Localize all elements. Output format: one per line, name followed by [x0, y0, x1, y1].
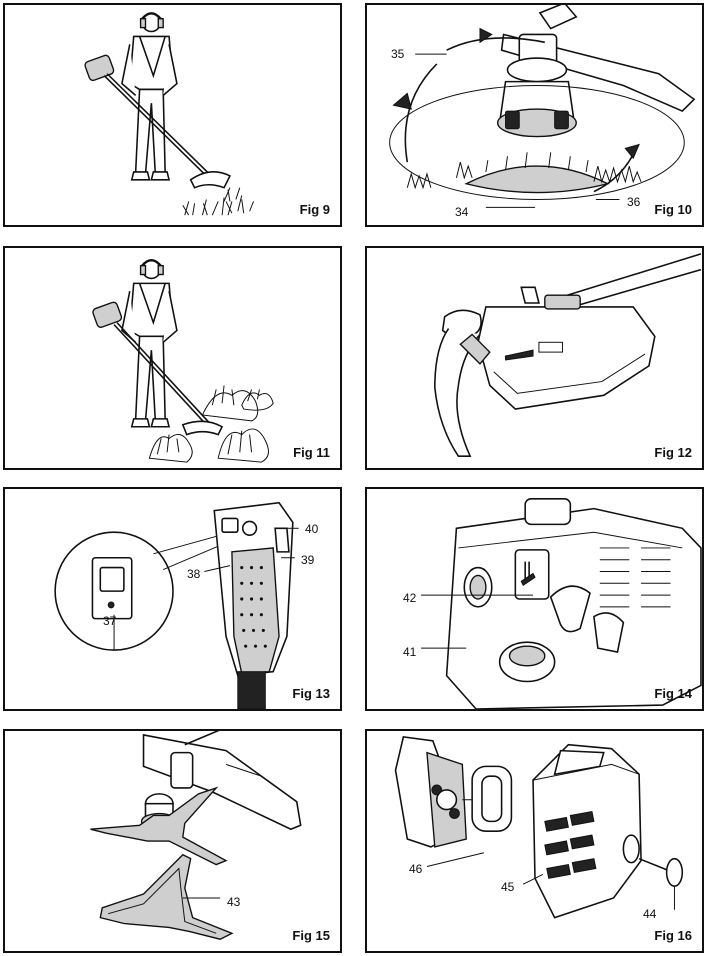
callout-45: 45: [501, 880, 515, 894]
callout-44: 44: [643, 907, 657, 921]
tri-blade-illustration: [90, 731, 302, 940]
figure-panel-10: 35 36 34 Fig 10: [365, 3, 704, 227]
callout-46: 46: [409, 862, 423, 876]
operator-trimming-illustration: [84, 12, 254, 216]
figure-label: Fig 14: [654, 686, 692, 701]
callout-34: 34: [455, 205, 469, 219]
figure-label: Fig 9: [299, 202, 330, 217]
figure-panel-9: Fig 9: [3, 3, 342, 227]
callout-42: 42: [403, 591, 417, 605]
callout-40: 40: [305, 522, 319, 536]
callout-41: 41: [403, 645, 417, 659]
callout-38: 38: [187, 567, 201, 581]
callout-35: 35: [391, 47, 405, 61]
figure-panel-13: 40 39 38 37 Fig 13: [3, 487, 342, 711]
figure-label: Fig 11: [293, 445, 330, 460]
cutting-head-rotation-illustration: [389, 5, 696, 208]
guard-and-strap-illustration: [434, 253, 702, 457]
callout-39: 39: [301, 553, 315, 567]
callout-36: 36: [627, 195, 641, 209]
figure-label: Fig 10: [654, 202, 692, 217]
callout-43: 43: [227, 895, 241, 909]
callout-37: 37: [103, 614, 117, 628]
engine-choke-illustration: [421, 498, 702, 709]
handle-switch-illustration: [54, 501, 299, 709]
figure-label: Fig 16: [654, 928, 692, 943]
figure-panel-11: Fig 11: [3, 246, 342, 470]
figure-label: Fig 12: [654, 445, 692, 460]
air-filter-exploded-illustration: [394, 736, 684, 919]
operator-brush-cutting-illustration: [92, 259, 274, 463]
figure-panel-16: 46 45 44 Fig 16: [365, 729, 704, 953]
figure-label: Fig 13: [292, 686, 330, 701]
figure-panel-14: 42 41 Fig 14: [365, 487, 704, 711]
figure-panel-15: 43 Fig 15: [3, 729, 342, 953]
figure-panel-12: Fig 12: [365, 246, 704, 470]
figure-label: Fig 15: [292, 928, 330, 943]
